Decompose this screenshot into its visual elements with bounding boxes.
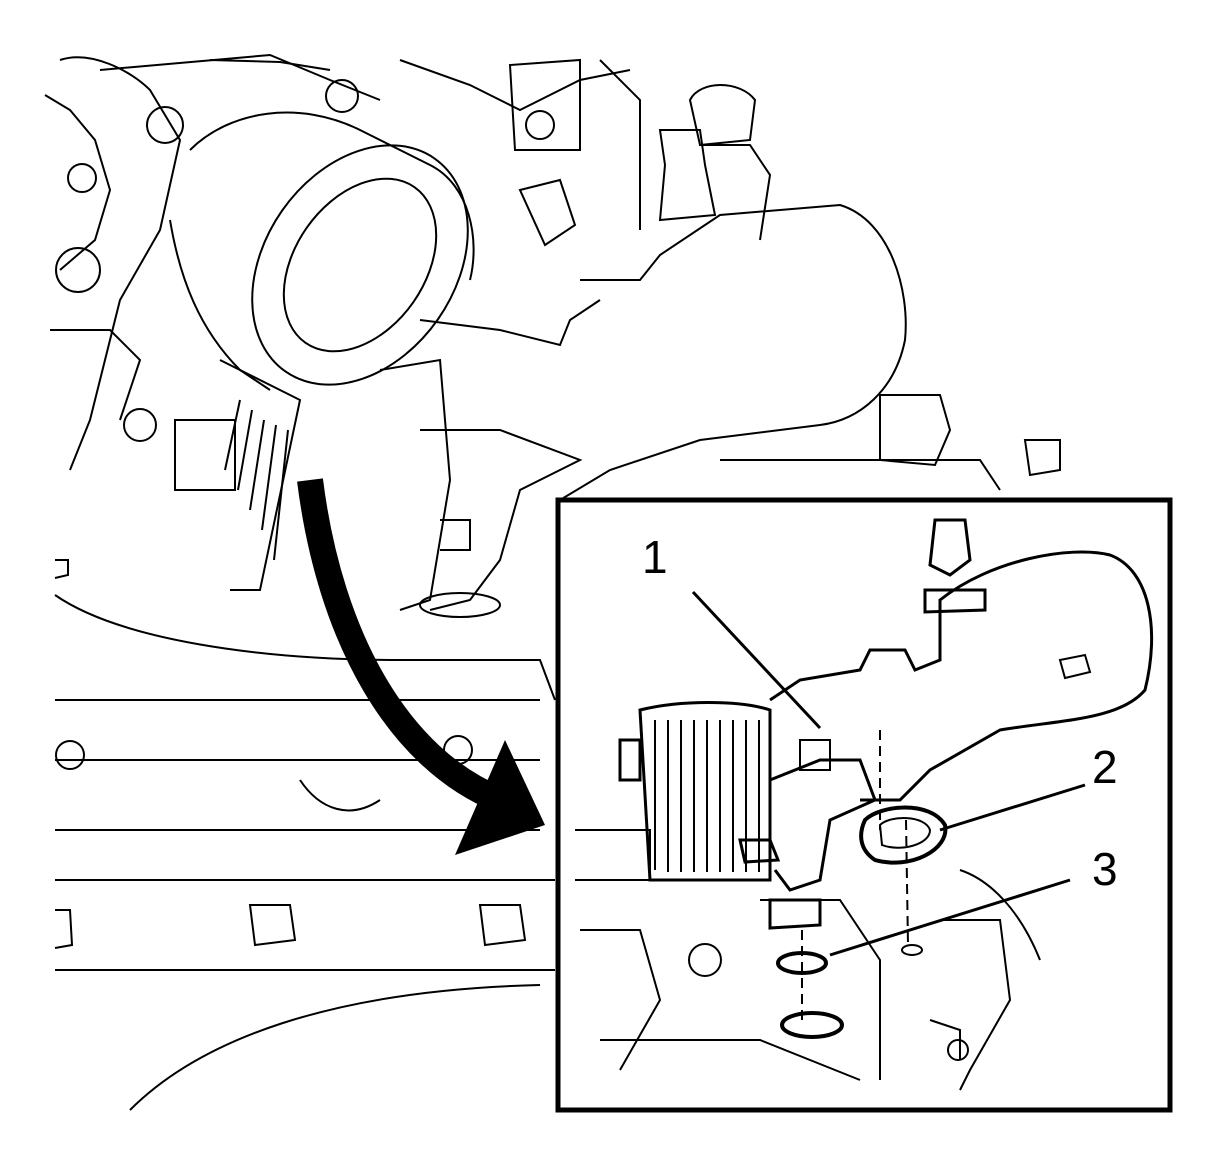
detail-inset: 1 2 3 (555, 497, 1173, 1113)
leader-line-2 (939, 783, 1086, 832)
callout-3: 3 (1092, 843, 1118, 895)
leader-line-3 (829, 878, 1071, 957)
engine-background (44, 53, 1061, 1111)
callout-2: 2 (1092, 741, 1118, 793)
curved-arrow-icon (297, 478, 545, 855)
callout-1: 1 (642, 531, 668, 583)
leader-line-1 (691, 590, 822, 730)
